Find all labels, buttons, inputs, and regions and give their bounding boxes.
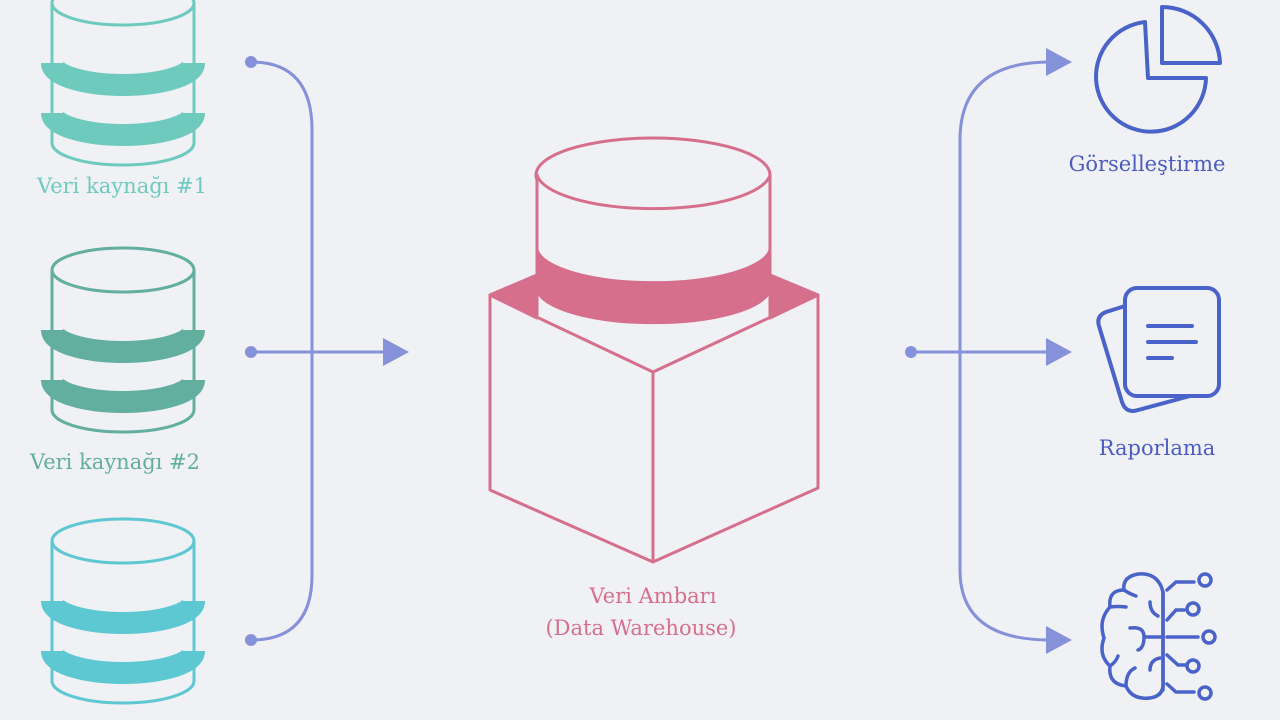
connector-dot	[245, 634, 257, 646]
input-connectors	[250, 60, 390, 642]
reporting-label: Raporlama	[1098, 436, 1216, 460]
database-icon	[41, 246, 205, 434]
output-connector-marks	[905, 48, 1072, 654]
document-stack-icon	[1096, 286, 1221, 413]
warehouse-icon	[488, 136, 820, 564]
source-2-label: Veri kaynağı #2	[29, 450, 201, 474]
connector-dot	[245, 346, 257, 358]
source-1-label: Veri kaynağı #1	[36, 174, 208, 198]
input-connector-marks	[245, 56, 409, 646]
arrow-head-icon	[1046, 48, 1072, 76]
database-icon	[41, 517, 205, 705]
warehouse-sublabel: (Data Warehouse)	[545, 616, 737, 640]
warehouse-label: Veri Ambarı	[589, 584, 717, 608]
visualization-label: Görselleştirme	[1068, 152, 1226, 176]
database-icon	[41, 0, 205, 167]
arrow-head-icon	[1046, 626, 1072, 654]
connector-dot	[245, 56, 257, 68]
output-connectors	[911, 60, 1052, 642]
connector-dot	[905, 346, 917, 358]
arrow-head-icon	[383, 338, 409, 366]
ai-brain-icon	[1100, 572, 1217, 701]
pie-chart-icon	[1094, 5, 1222, 134]
arrow-head-icon	[1046, 338, 1072, 366]
